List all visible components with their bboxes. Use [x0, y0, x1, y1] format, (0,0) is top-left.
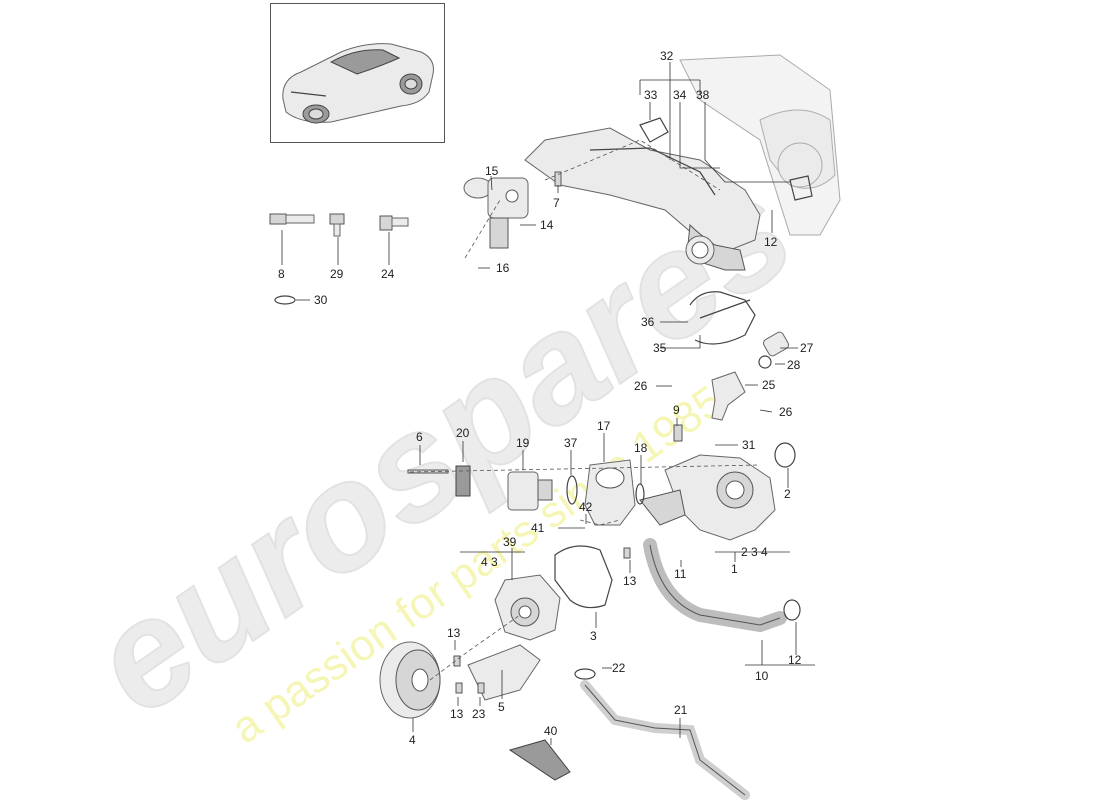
callout-16: 16 — [496, 261, 510, 275]
callout-6: 6 — [416, 430, 423, 444]
thermostat-housing — [584, 459, 636, 526]
car-illustration — [282, 43, 434, 124]
protective-sleeve — [508, 739, 571, 781]
gasket-3 — [554, 545, 613, 609]
callout-18: 18 — [634, 441, 648, 455]
callout-group-39: 4 3 — [481, 555, 498, 569]
callout-26-left: 26 — [634, 379, 648, 393]
gasket-33 — [639, 117, 669, 143]
callout-29: 29 — [330, 267, 344, 281]
callout-34: 34 — [673, 88, 687, 102]
callout-32: 32 — [660, 49, 674, 63]
bolt-6 — [407, 469, 449, 474]
engine-block — [679, 54, 841, 236]
callout-36: 36 — [641, 315, 655, 329]
callout-38: 38 — [696, 88, 710, 102]
callout-35: 35 — [653, 341, 667, 355]
callout-13-upper: 13 — [447, 626, 461, 640]
callout-24: 24 — [381, 267, 395, 281]
sensor-20 — [455, 465, 471, 497]
bracket-clamp — [689, 291, 756, 345]
callout-11: 11 — [674, 567, 687, 581]
callout-5: 5 — [498, 700, 505, 714]
bolt-24 — [379, 215, 409, 231]
callout-13-lower: 13 — [450, 707, 464, 721]
callout-10: 10 — [755, 669, 769, 683]
o-ring-30 — [274, 295, 296, 305]
bolt-13b — [453, 655, 461, 667]
pulley — [379, 641, 441, 719]
callout-41: 41 — [531, 521, 545, 535]
callout-37: 37 — [564, 436, 578, 450]
o-ring-37 — [566, 475, 578, 505]
callout-22: 22 — [612, 661, 626, 675]
callout-27: 27 — [800, 341, 814, 355]
callout-12-lower: 12 — [788, 653, 802, 667]
callout-31: 31 — [742, 438, 756, 452]
callout-group-1: 2 3 4 — [741, 545, 768, 559]
callout-26-right: 26 — [779, 405, 793, 419]
callout-42: 42 — [579, 500, 593, 514]
callout-7: 7 — [553, 196, 560, 210]
bolt-8 — [269, 213, 315, 225]
gasket-18 — [635, 483, 645, 505]
alignment-line — [409, 464, 761, 473]
water-pump — [494, 574, 561, 641]
callout-23: 23 — [472, 707, 486, 721]
callout-4: 4 — [409, 733, 416, 747]
gasket-38 — [789, 175, 813, 201]
vehicle-thumbnail — [270, 3, 445, 143]
callout-12-upper: 12 — [764, 235, 778, 249]
callout-labels: 32 33 34 38 15 7 14 16 12 8 29 24 30 36 … — [278, 49, 814, 747]
coolant-line — [580, 680, 750, 800]
switchover-valve — [463, 177, 529, 249]
callout-20: 20 — [456, 426, 470, 440]
bolt-13 — [623, 547, 631, 559]
callout-33: 33 — [644, 88, 658, 102]
bolt-13c — [455, 682, 463, 694]
bolt-29 — [329, 213, 345, 237]
thermostat — [507, 471, 553, 511]
callout-2: 2 — [784, 487, 791, 501]
callout-30: 30 — [314, 293, 328, 307]
callout-25: 25 — [762, 378, 776, 392]
heat-shield — [467, 644, 541, 701]
callout-39: 39 — [503, 535, 517, 549]
hose-fittings — [711, 331, 790, 421]
bolt-9 — [673, 424, 683, 442]
callout-13-right: 13 — [623, 574, 637, 588]
leader-lines — [281, 62, 815, 745]
callout-40: 40 — [544, 724, 558, 738]
coolant-housing — [639, 454, 776, 541]
callout-28: 28 — [787, 358, 801, 372]
callout-21: 21 — [674, 703, 688, 717]
callout-14: 14 — [540, 218, 554, 232]
callout-3: 3 — [590, 629, 597, 643]
bolt-23 — [477, 682, 485, 694]
callout-8: 8 — [278, 267, 285, 281]
callout-19: 19 — [516, 436, 530, 450]
seal-2 — [774, 442, 796, 468]
callout-17: 17 — [597, 419, 611, 433]
callout-9: 9 — [673, 403, 680, 417]
callout-1: 1 — [731, 562, 738, 576]
callout-15: 15 — [485, 164, 499, 178]
